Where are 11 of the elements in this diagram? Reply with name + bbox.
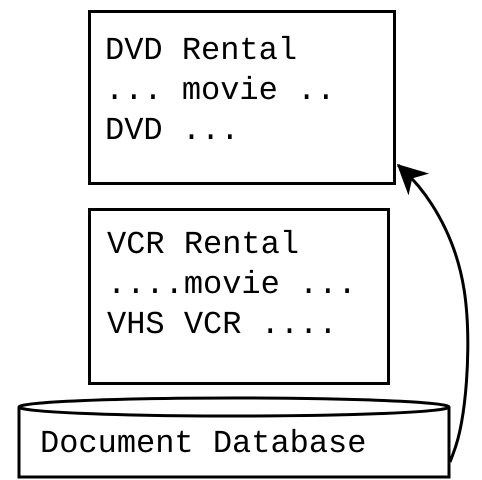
document-box <box>88 10 396 185</box>
database-cylinder <box>18 398 450 478</box>
text-line: VCR Rental <box>107 225 300 265</box>
text-line: Document Database <box>40 424 366 464</box>
text-line: VHS VCR .... <box>107 305 338 345</box>
text-line: ... movie .. <box>105 71 336 111</box>
text-line: ....movie ... <box>107 265 357 305</box>
text-line: DVD Rental <box>105 31 298 71</box>
text-line: DVD ... <box>105 111 240 151</box>
arrow <box>396 164 470 463</box>
document-box <box>88 208 390 385</box>
